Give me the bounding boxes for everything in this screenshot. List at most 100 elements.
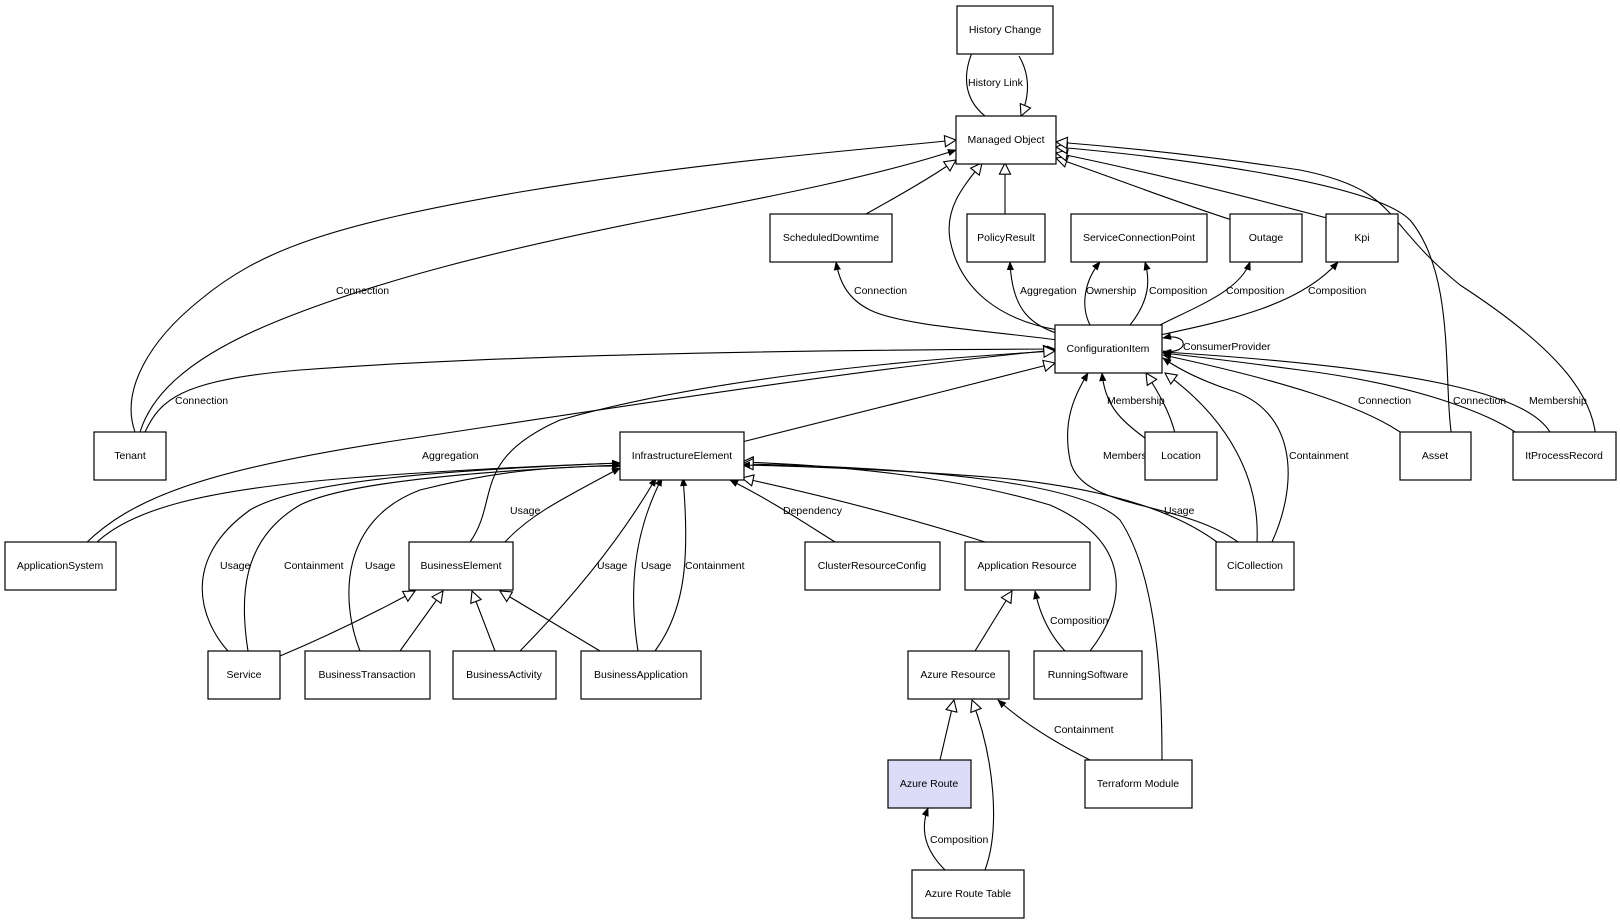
edge-ci-pr <box>1006 261 1063 336</box>
node-label: Outage <box>1249 232 1284 244</box>
node-azure-route[interactable]: Azure Route <box>887 759 972 809</box>
node-ci-collection[interactable]: CiCollection <box>1215 541 1295 591</box>
edge-label-composition: Composition <box>1308 285 1367 297</box>
node-asset[interactable]: Asset <box>1399 431 1472 481</box>
edge-label-aggregation: Aggregation <box>422 450 479 462</box>
edge-itpr-ci-membership <box>1162 348 1551 433</box>
edge-outage-mo <box>1056 158 1233 221</box>
node-business-activity[interactable]: BusinessActivity <box>452 650 557 700</box>
node-label: Managed Object <box>967 134 1044 146</box>
edge-cicoll-ci-membership <box>1067 372 1239 543</box>
edge-ie-ci <box>741 363 1055 443</box>
edge-label-history-link: History Link <box>968 77 1024 89</box>
edge-label-consumer-provider: ConsumerProvider <box>1183 341 1271 353</box>
edge-rt-route <box>921 807 946 871</box>
nodes: History Change Managed Object ScheduledD… <box>4 5 1617 919</box>
node-business-application[interactable]: BusinessApplication <box>580 650 702 700</box>
edge-label-connection: Connection <box>1358 395 1411 407</box>
edge-ci-sd <box>833 261 1059 341</box>
edge-label-usage: Usage <box>1164 505 1195 517</box>
node-label: History Change <box>969 24 1042 36</box>
edge-ci-self <box>1162 332 1184 352</box>
edge-labels: History Link Connection Connection Aggre… <box>175 77 1587 846</box>
edge-label-ownership: Ownership <box>1086 285 1136 297</box>
edge-itpr-ci-connection <box>1162 350 1516 433</box>
edge-bact-ie <box>519 477 657 652</box>
node-label: Tenant <box>114 450 146 462</box>
edge-bapp-ie-usage <box>633 477 663 652</box>
node-label: Asset <box>1422 450 1448 462</box>
edge-be-ie <box>504 467 621 543</box>
edge-rt-azr <box>972 700 995 871</box>
node-label: Azure Resource <box>920 669 995 681</box>
node-label: ApplicationSystem <box>17 560 104 572</box>
node-history-change[interactable]: History Change <box>956 5 1054 55</box>
edge-label-containment: Containment <box>1289 450 1349 462</box>
node-label: Service <box>226 669 261 681</box>
edge-label-membership: Membership <box>1529 395 1587 407</box>
edge-service-be <box>279 591 415 657</box>
edge-be-ci <box>469 351 1055 543</box>
edge-asset-mo <box>1056 147 1456 453</box>
node-it-process-record[interactable]: ItProcessRecord <box>1512 431 1617 481</box>
node-managed-object[interactable]: Managed Object <box>955 115 1057 165</box>
node-tenant[interactable]: Tenant <box>93 431 167 481</box>
node-service[interactable]: Service <box>207 650 281 700</box>
edge-history-inherit <box>1018 55 1028 116</box>
edge-label-usage: Usage <box>365 560 396 572</box>
node-application-system[interactable]: ApplicationSystem <box>4 541 117 591</box>
node-service-connection-point[interactable]: ServiceConnectionPoint <box>1070 213 1208 263</box>
edge-label-connection: Connection <box>336 285 389 297</box>
node-configuration-item[interactable]: ConfigurationItem <box>1054 324 1163 374</box>
node-label: ConfigurationItem <box>1067 343 1150 355</box>
node-business-element[interactable]: BusinessElement <box>408 541 514 591</box>
node-cluster-resource-config[interactable]: ClusterResourceConfig <box>804 541 941 591</box>
node-azure-resource[interactable]: Azure Resource <box>907 650 1010 700</box>
node-azure-route-table[interactable]: Azure Route Table <box>911 869 1025 919</box>
edge-service-ie-containment <box>243 461 621 652</box>
node-infrastructure-element[interactable]: InfrastructureElement <box>619 431 745 481</box>
node-location[interactable]: Location <box>1144 431 1218 481</box>
edge-label-composition: Composition <box>1050 615 1109 627</box>
edge-label-connection: Connection <box>175 395 228 407</box>
node-label: BusinessTransaction <box>318 669 415 681</box>
node-scheduled-downtime[interactable]: ScheduledDowntime <box>769 213 893 263</box>
node-application-resource[interactable]: Application Resource <box>964 541 1091 591</box>
edge-azr-ar <box>974 591 1012 652</box>
edge-tenant-mo <box>130 140 956 433</box>
edge-ci-scp-composition <box>1129 261 1151 326</box>
edge-label-membership: Membership <box>1107 395 1165 407</box>
edge-asset-ci <box>1162 353 1401 433</box>
edge-tenant-ci <box>144 345 1056 433</box>
node-label: ScheduledDowntime <box>783 232 879 244</box>
node-outage[interactable]: Outage <box>1229 213 1303 263</box>
edge-ar-ie <box>742 478 986 543</box>
node-policy-result[interactable]: PolicyResult <box>966 213 1046 263</box>
node-business-transaction[interactable]: BusinessTransaction <box>304 650 431 700</box>
edge-label-dependency: Dependency <box>783 505 843 517</box>
node-terraform-module[interactable]: Terraform Module <box>1084 759 1193 809</box>
node-label: Azure Route Table <box>925 888 1011 900</box>
edge-ci-outage <box>1159 261 1251 326</box>
edge-route-azr <box>939 700 954 761</box>
edge-label-composition: Composition <box>1149 285 1208 297</box>
node-running-software[interactable]: RunningSoftware <box>1033 650 1143 700</box>
edge-kpi-mo <box>1056 153 1328 219</box>
edge-bact-be <box>472 591 496 652</box>
node-kpi[interactable]: Kpi <box>1325 213 1399 263</box>
node-label: RunningSoftware <box>1048 669 1129 681</box>
node-label: BusinessElement <box>420 560 501 572</box>
node-label: Application Resource <box>977 560 1076 572</box>
node-label: ClusterResourceConfig <box>818 560 927 572</box>
edge-bapp-be <box>500 591 601 652</box>
node-label: Terraform Module <box>1097 778 1179 790</box>
edge-label-connection: Connection <box>854 285 907 297</box>
node-label: BusinessActivity <box>466 669 543 681</box>
node-label: InfrastructureElement <box>632 450 732 462</box>
edge-appsys-ci <box>84 350 1055 545</box>
edges <box>84 43 1597 871</box>
edge-ci-mo <box>948 163 1059 331</box>
edge-cicoll-ci-inherit <box>1165 373 1258 543</box>
edge-label-usage: Usage <box>220 560 251 572</box>
